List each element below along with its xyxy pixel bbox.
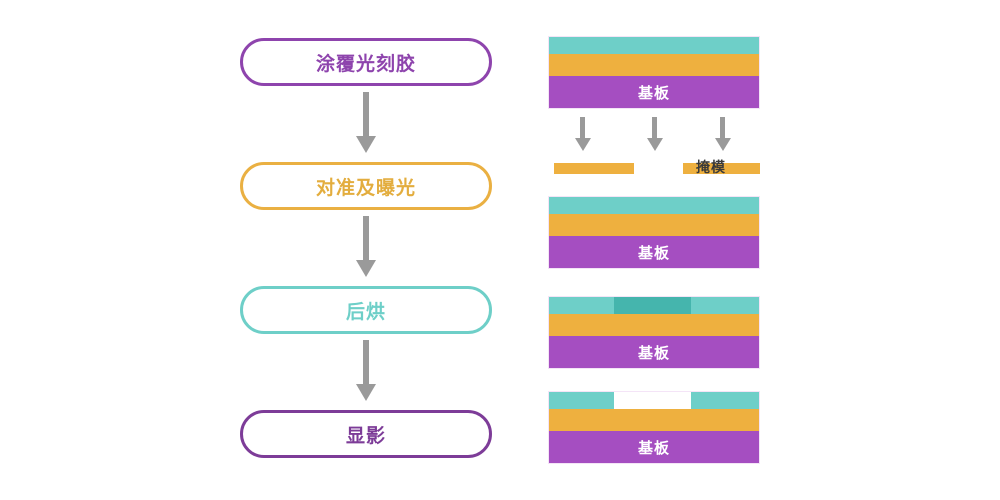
arrow-head <box>356 136 376 153</box>
photomask-label: 掩模 <box>696 159 726 175</box>
substrate-label: 基板 <box>637 244 670 262</box>
flow-step-align-expose[interactable]: 对准及曝光 <box>240 162 492 210</box>
exposure-arrow-down-icon <box>714 117 732 151</box>
exposed-photoresist-region <box>614 297 691 314</box>
arrow-head <box>647 138 663 151</box>
arrow-shaft <box>363 340 369 386</box>
exposure-arrow-down-icon <box>574 117 592 151</box>
arrow-shaft <box>720 117 725 140</box>
arrow-head <box>356 384 376 401</box>
arrow-head <box>715 138 731 151</box>
substrate-layer: 基板 <box>549 236 759 268</box>
arrow-shaft <box>580 117 585 140</box>
flow-step-label: 涂覆光刻胶 <box>315 53 416 75</box>
oxide-layer <box>549 54 759 76</box>
flow-step-post-bake[interactable]: 后烘 <box>240 286 492 334</box>
flow-arrow-down-icon <box>355 340 377 402</box>
cross-section-stack-after-exposure: 基板 <box>548 196 760 269</box>
substrate-layer: 基板 <box>549 76 759 108</box>
substrate-layer: 基板 <box>549 336 759 368</box>
photoresist-layer <box>549 37 759 54</box>
arrow-shaft <box>652 117 657 140</box>
developed-open-window <box>614 392 691 409</box>
arrow-shaft <box>363 92 369 138</box>
substrate-label: 基板 <box>637 344 670 362</box>
photoresist-layer <box>549 297 759 314</box>
substrate-layer: 基板 <box>549 431 759 463</box>
oxide-layer <box>549 409 759 431</box>
cross-section-stack-coated: 基板 <box>548 36 760 109</box>
substrate-label: 基板 <box>637 439 670 457</box>
photomask-bar-left <box>554 163 634 174</box>
oxide-layer <box>549 214 759 236</box>
photoresist-layer <box>549 392 759 409</box>
cross-section-stack-post-bake: 基板 <box>548 296 760 369</box>
flow-arrow-down-icon <box>355 92 377 154</box>
flow-step-coat-photoresist[interactable]: 涂覆光刻胶 <box>240 38 492 86</box>
flow-step-label: 对准及曝光 <box>315 177 416 199</box>
photoresist-layer <box>549 197 759 214</box>
flow-step-label: 后烘 <box>345 301 386 323</box>
photomask-bar-right <box>683 163 760 174</box>
exposure-arrow-down-icon <box>646 117 664 151</box>
flow-step-label: 显影 <box>345 425 386 447</box>
arrow-shaft <box>363 216 369 262</box>
flow-step-develop[interactable]: 显影 <box>240 410 492 458</box>
oxide-layer <box>549 314 759 336</box>
cross-section-stack-developed: 基板 <box>548 391 760 464</box>
arrow-head <box>356 260 376 277</box>
substrate-label: 基板 <box>637 84 670 102</box>
flow-arrow-down-icon <box>355 216 377 278</box>
arrow-head <box>575 138 591 151</box>
